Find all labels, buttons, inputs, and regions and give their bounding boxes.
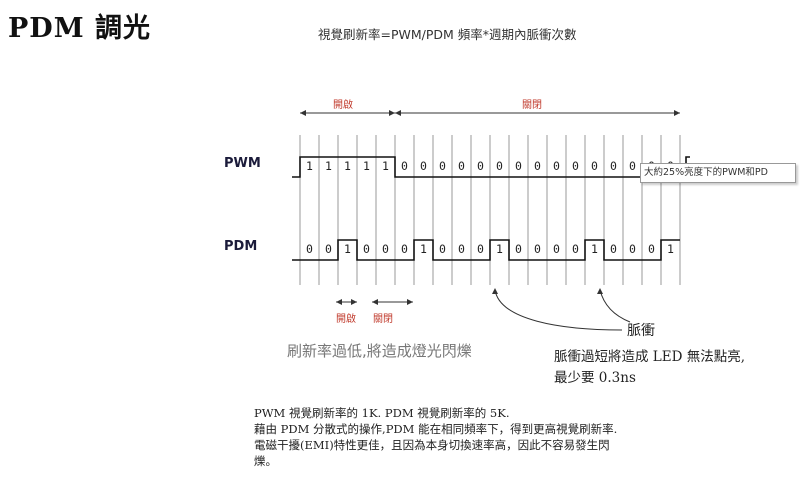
pwm-bit: 0 bbox=[496, 159, 503, 173]
pdm-bit: 1 bbox=[591, 242, 598, 256]
pulse-note-line1: 脈衝過短將造成 LED 無法點亮, bbox=[554, 349, 746, 365]
pdm-bit: 0 bbox=[553, 242, 560, 256]
pdm-bit: 1 bbox=[344, 242, 351, 256]
pdm-bit: 0 bbox=[610, 242, 617, 256]
pwm-bit: 1 bbox=[306, 159, 313, 173]
pdm-bit: 0 bbox=[572, 242, 579, 256]
pdm-waveform bbox=[292, 239, 680, 261]
paragraph-line1: PWM 視覺刷新率的 1K. PDM 視覺刷新率的 5K. bbox=[254, 406, 510, 420]
pwm-bit: 0 bbox=[553, 159, 560, 173]
pwm-bit: 0 bbox=[610, 159, 617, 173]
pulse-pointer-right bbox=[599, 289, 631, 323]
pulse-pointer-left-head bbox=[492, 288, 498, 294]
top-on-arrow-head-right bbox=[389, 110, 395, 116]
paragraph-line4: 爍。 bbox=[254, 454, 277, 468]
pdm-bit: 0 bbox=[401, 242, 408, 256]
bottom-on-arrow-head-left bbox=[336, 299, 342, 305]
pulse-pointer-left bbox=[494, 289, 623, 331]
top-off-arrow-head-left bbox=[395, 110, 401, 116]
pwm-bit: 1 bbox=[363, 159, 370, 173]
refresh-rate-formula: 視覺刷新率=PWM/PDM 頻率*週期內脈衝次數 bbox=[318, 27, 577, 42]
pdm-bit: 0 bbox=[306, 242, 313, 256]
pdm-bit: 0 bbox=[458, 242, 465, 256]
top-off-label: 關閉 bbox=[522, 100, 542, 111]
bottom-off-label: 關閉 bbox=[373, 314, 393, 325]
pwm-bit: 1 bbox=[344, 159, 351, 173]
page-title: PDM 調光 bbox=[8, 13, 152, 44]
pdm-bit: 0 bbox=[648, 242, 655, 256]
pulse-note-line2: 最少要 0.3ns bbox=[554, 370, 636, 386]
pulse-pointer-right-head bbox=[597, 288, 603, 294]
pdm-bit: 0 bbox=[515, 242, 522, 256]
top-off-arrow-head-right bbox=[674, 110, 680, 116]
pwm-bit: 0 bbox=[458, 159, 465, 173]
pdm-bit: 0 bbox=[363, 242, 370, 256]
pdm-row-label: PDM bbox=[224, 239, 258, 254]
pwm-waveform bbox=[292, 156, 680, 178]
bottom-off-arrow-head-left bbox=[372, 299, 378, 305]
pwm-bit: 1 bbox=[325, 159, 332, 173]
pwm-bit: 0 bbox=[515, 159, 522, 173]
pdm-bit: 0 bbox=[325, 242, 332, 256]
pdm-bit: 0 bbox=[629, 242, 636, 256]
flicker-note: 刷新率過低,將造成燈光閃爍 bbox=[287, 342, 472, 360]
pdm-bit: 1 bbox=[496, 242, 503, 256]
pwm-bit: 1 bbox=[382, 159, 389, 173]
pwm-bit: 0 bbox=[477, 159, 484, 173]
top-on-label: 開啟 bbox=[333, 100, 353, 111]
top-on-arrow-head-left bbox=[300, 110, 306, 116]
pwm-bit: 0 bbox=[401, 159, 408, 173]
pulse-label: 脈衝 bbox=[627, 323, 655, 339]
pwm-bit: 0 bbox=[629, 159, 636, 173]
pdm-bit: 1 bbox=[420, 242, 427, 256]
pwm-row-label: PWM bbox=[224, 156, 261, 171]
bottom-on-label: 開啟 bbox=[336, 314, 356, 325]
pwm-bit: 0 bbox=[439, 159, 446, 173]
pdm-bit: 0 bbox=[477, 242, 484, 256]
pdm-bit: 0 bbox=[534, 242, 541, 256]
explanation-paragraph: PWM 視覺刷新率的 1K. PDM 視覺刷新率的 5K. 藉由 PDM 分散式… bbox=[254, 405, 694, 469]
bottom-off-arrow-head-right bbox=[407, 299, 413, 305]
pwm-bit: 0 bbox=[420, 159, 427, 173]
pulse-note: 脈衝過短將造成 LED 無法點亮, 最少要 0.3ns bbox=[554, 347, 745, 389]
pwm-bit: 0 bbox=[534, 159, 541, 173]
pwm-bit: 0 bbox=[591, 159, 598, 173]
pdm-bit: 0 bbox=[439, 242, 446, 256]
bottom-on-arrow-head-right bbox=[351, 299, 357, 305]
paragraph-line3: 電磁干擾(EMI)特性更佳，且因為本身切換速率高，因此不容易發生閃 bbox=[254, 438, 610, 452]
hover-tooltip: 大約25%亮度下的PWM和PD bbox=[640, 163, 796, 183]
pdm-bit: 0 bbox=[382, 242, 389, 256]
pwm-bit: 0 bbox=[572, 159, 579, 173]
paragraph-line2: 藉由 PDM 分散式的操作,PDM 能在相同頻率下，得到更高視覺刷新率. bbox=[254, 422, 618, 436]
pdm-bit: 1 bbox=[667, 242, 674, 256]
